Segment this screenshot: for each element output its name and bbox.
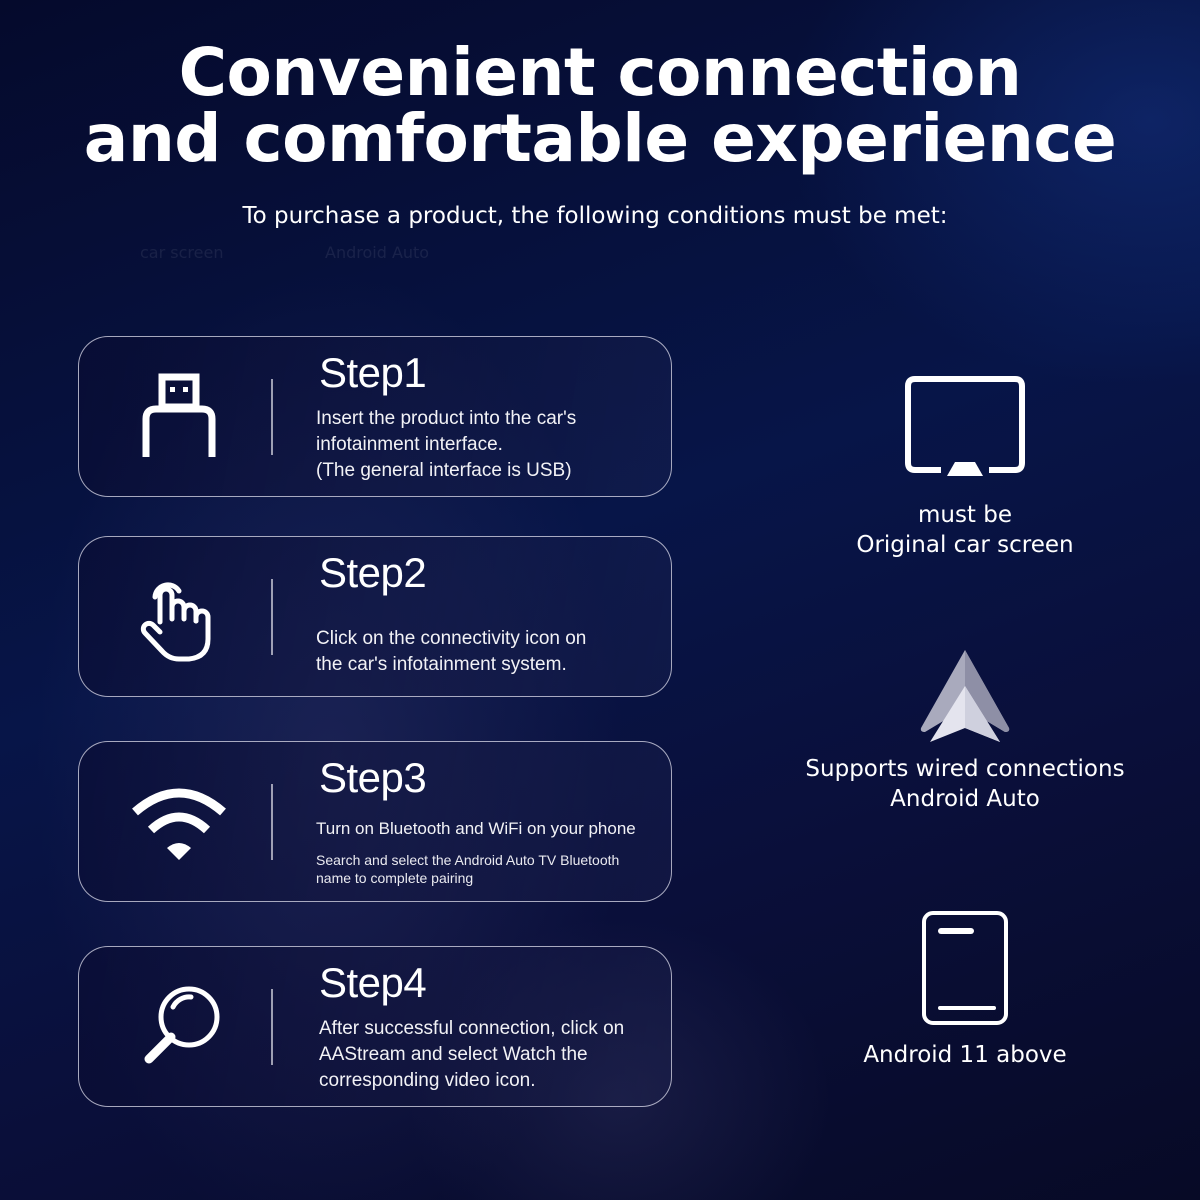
requirement-car-screen: must be Original car screen (780, 376, 1150, 560)
desc-line: Search and select the Android Auto TV Bl… (316, 852, 620, 868)
desc-line: infotainment interface. (316, 434, 503, 455)
desc-line: name to complete pairing (316, 870, 474, 886)
android-auto-icon (780, 648, 1150, 754)
search-icon (129, 977, 229, 1077)
requirement-android-auto: Supports wired connections Android Auto (780, 648, 1150, 814)
usb-icon (129, 367, 229, 467)
requirement-label: must be Original car screen (780, 500, 1150, 560)
label-line: Supports wired connections (805, 756, 1125, 782)
label-line: Android Auto (890, 786, 1040, 812)
label-line: Android 11 above (863, 1042, 1067, 1068)
step-main-line: Turn on Bluetooth and WiFi on your phone (316, 819, 636, 838)
title-line-2: and comfortable experience (83, 100, 1117, 177)
step-title: Step2 (319, 549, 427, 596)
desc-line: the car's infotainment system. (316, 654, 567, 675)
wifi-icon (129, 772, 229, 872)
step-description-small: Search and select the Android Auto TV Bl… (316, 851, 619, 887)
divider (271, 379, 273, 455)
step-title: Step3 (319, 754, 427, 801)
desc-line: (The general interface is USB) (316, 460, 572, 481)
ghost-text-right: Android Auto (325, 243, 430, 262)
desc-line: AAStream and select Watch the (319, 1044, 588, 1065)
phone-icon (780, 910, 1150, 1040)
title-line-1: Convenient connection (178, 34, 1022, 111)
step-description: Click on the connectivity icon on the ca… (316, 626, 586, 678)
desc-line: Click on the connectivity icon on (316, 628, 587, 649)
label-line: must be (917, 502, 1013, 528)
divider (271, 579, 273, 655)
desc-line: After successful connection, click on (319, 1018, 625, 1039)
step-description: Insert the product into the car's infota… (316, 406, 576, 484)
ghost-text-left: car screen (140, 243, 224, 262)
step-card-1: Step1 Insert the product into the car's … (78, 336, 672, 497)
step-description: After successful connection, click on AA… (319, 1016, 624, 1094)
step-card-4: Step4 After successful connection, click… (78, 946, 672, 1107)
desc-line: Insert the product into the car's (316, 408, 577, 429)
subtitle: To purchase a product, the following con… (242, 203, 948, 229)
requirement-android-version: Android 11 above (780, 910, 1150, 1070)
tap-hand-icon (129, 567, 229, 667)
step-title: Step4 (319, 959, 427, 1006)
desc-line: corresponding video icon. (319, 1070, 536, 1091)
step-title: Step1 (319, 349, 427, 396)
requirement-label: Supports wired connections Android Auto (780, 754, 1150, 814)
requirement-label: Android 11 above (780, 1040, 1150, 1070)
divider (271, 784, 273, 860)
step-card-2: Step2 Click on the connectivity icon on … (78, 536, 672, 697)
step-card-3: Step3 Turn on Bluetooth and WiFi on your… (78, 741, 672, 902)
page-title: Convenient connection and comfortable ex… (0, 40, 1200, 172)
divider (271, 989, 273, 1065)
label-line: Original car screen (856, 532, 1074, 558)
monitor-icon (780, 376, 1150, 500)
